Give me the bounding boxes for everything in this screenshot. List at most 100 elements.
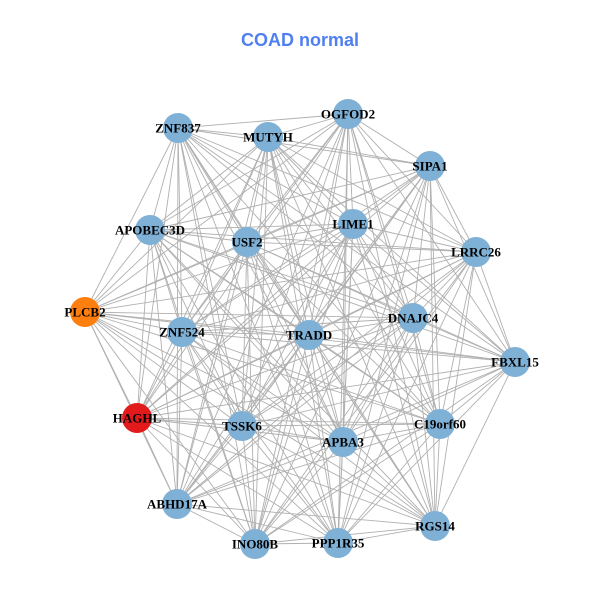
- edge: [241, 334, 310, 427]
- edge: [136, 165, 431, 419]
- node-mutyh[interactable]: MUTYH: [243, 122, 293, 152]
- edge: [181, 251, 477, 333]
- edge: [149, 229, 477, 253]
- node-lime1[interactable]: LIME1: [332, 209, 374, 239]
- node-rgs14[interactable]: RGS14: [415, 511, 455, 541]
- node-usf2[interactable]: USF2: [231, 227, 263, 257]
- edge: [254, 334, 310, 545]
- edge: [241, 165, 431, 427]
- node-sipa1[interactable]: SIPA1: [412, 151, 448, 181]
- edge: [84, 311, 183, 333]
- node-label: TSSK6: [222, 419, 262, 434]
- node-circle[interactable]: [163, 113, 193, 143]
- node-circle[interactable]: [333, 99, 363, 129]
- edge: [439, 251, 477, 425]
- edge: [337, 423, 441, 544]
- edge: [347, 113, 436, 527]
- edge: [176, 425, 243, 505]
- edge: [176, 136, 269, 505]
- edge: [342, 251, 477, 443]
- edge: [246, 241, 441, 425]
- edge: [84, 251, 477, 313]
- edge: [149, 229, 516, 363]
- node-label: RGS14: [415, 519, 455, 534]
- node-apobec3d[interactable]: APOBEC3D: [115, 215, 185, 245]
- edge: [176, 127, 179, 505]
- edge: [181, 331, 441, 425]
- node-circle[interactable]: [122, 403, 152, 433]
- node-ogfod2[interactable]: OGFOD2: [321, 99, 375, 129]
- edge: [254, 423, 441, 545]
- edge: [352, 223, 516, 363]
- node-lrrc26[interactable]: LRRC26: [451, 237, 501, 267]
- node-tradd[interactable]: TRADD: [286, 320, 332, 350]
- edge: [177, 127, 441, 425]
- edge: [241, 317, 414, 427]
- edge: [412, 317, 516, 363]
- node-label: APOBEC3D: [115, 223, 185, 238]
- node-circle[interactable]: [167, 317, 197, 347]
- edge: [434, 251, 477, 527]
- node-circle[interactable]: [425, 409, 455, 439]
- chart-title: COAD normal: [240, 30, 359, 50]
- edge: [429, 165, 477, 253]
- node-label: USF2: [231, 235, 262, 250]
- node-circle[interactable]: [415, 151, 445, 181]
- node-circle[interactable]: [398, 303, 428, 333]
- node-label: ZNF524: [159, 325, 205, 340]
- edge: [434, 361, 516, 527]
- node-abhd17a[interactable]: ABHD17A: [147, 489, 208, 519]
- edge: [267, 136, 436, 527]
- edge: [347, 113, 477, 253]
- edge: [308, 334, 516, 363]
- node-fbxl15[interactable]: FBXL15: [491, 347, 539, 377]
- node-znf837[interactable]: ZNF837: [155, 113, 201, 143]
- node-circle[interactable]: [240, 529, 270, 559]
- edge: [308, 334, 436, 527]
- node-circle[interactable]: [328, 427, 358, 457]
- node-tssk6[interactable]: TSSK6: [222, 411, 262, 441]
- edge: [181, 241, 248, 333]
- node-circle[interactable]: [294, 320, 324, 350]
- node-znf524[interactable]: ZNF524: [159, 317, 205, 347]
- node-c19orf60[interactable]: C19orf60: [414, 409, 466, 439]
- edge: [181, 165, 431, 333]
- node-apba3[interactable]: APBA3: [322, 427, 364, 457]
- edge: [136, 331, 183, 419]
- node-ino80b[interactable]: INO80B: [232, 529, 279, 559]
- node-plcb2[interactable]: PLCB2: [64, 297, 106, 327]
- node-circle[interactable]: [500, 347, 530, 377]
- edge: [176, 423, 441, 505]
- edge: [176, 441, 344, 505]
- node-circle[interactable]: [338, 209, 368, 239]
- edge: [347, 113, 414, 319]
- edge: [347, 113, 441, 425]
- node-circle[interactable]: [135, 215, 165, 245]
- node-circle[interactable]: [253, 122, 283, 152]
- edge: [412, 317, 441, 425]
- node-circle[interactable]: [232, 227, 262, 257]
- node-ppp1r35[interactable]: PPP1R35: [312, 528, 365, 558]
- edge: [337, 525, 436, 544]
- node-label: APBA3: [322, 435, 364, 450]
- edge: [475, 251, 516, 363]
- edge: [254, 136, 269, 545]
- node-label: DNAJC4: [388, 311, 439, 326]
- edge: [241, 425, 344, 443]
- edge: [267, 136, 441, 425]
- node-circle[interactable]: [461, 237, 491, 267]
- node-circle[interactable]: [70, 297, 100, 327]
- node-haghl[interactable]: HAGHL: [113, 403, 162, 433]
- node-circle[interactable]: [227, 411, 257, 441]
- node-label: PLCB2: [64, 305, 105, 320]
- node-circle[interactable]: [420, 511, 450, 541]
- node-circle[interactable]: [162, 489, 192, 519]
- edge: [84, 311, 436, 527]
- edge: [267, 136, 310, 336]
- edge: [352, 165, 431, 225]
- node-circle[interactable]: [323, 528, 353, 558]
- edge: [254, 251, 477, 545]
- node-dnajc4[interactable]: DNAJC4: [388, 303, 439, 333]
- edge: [84, 311, 441, 425]
- edges-layer: [84, 113, 516, 545]
